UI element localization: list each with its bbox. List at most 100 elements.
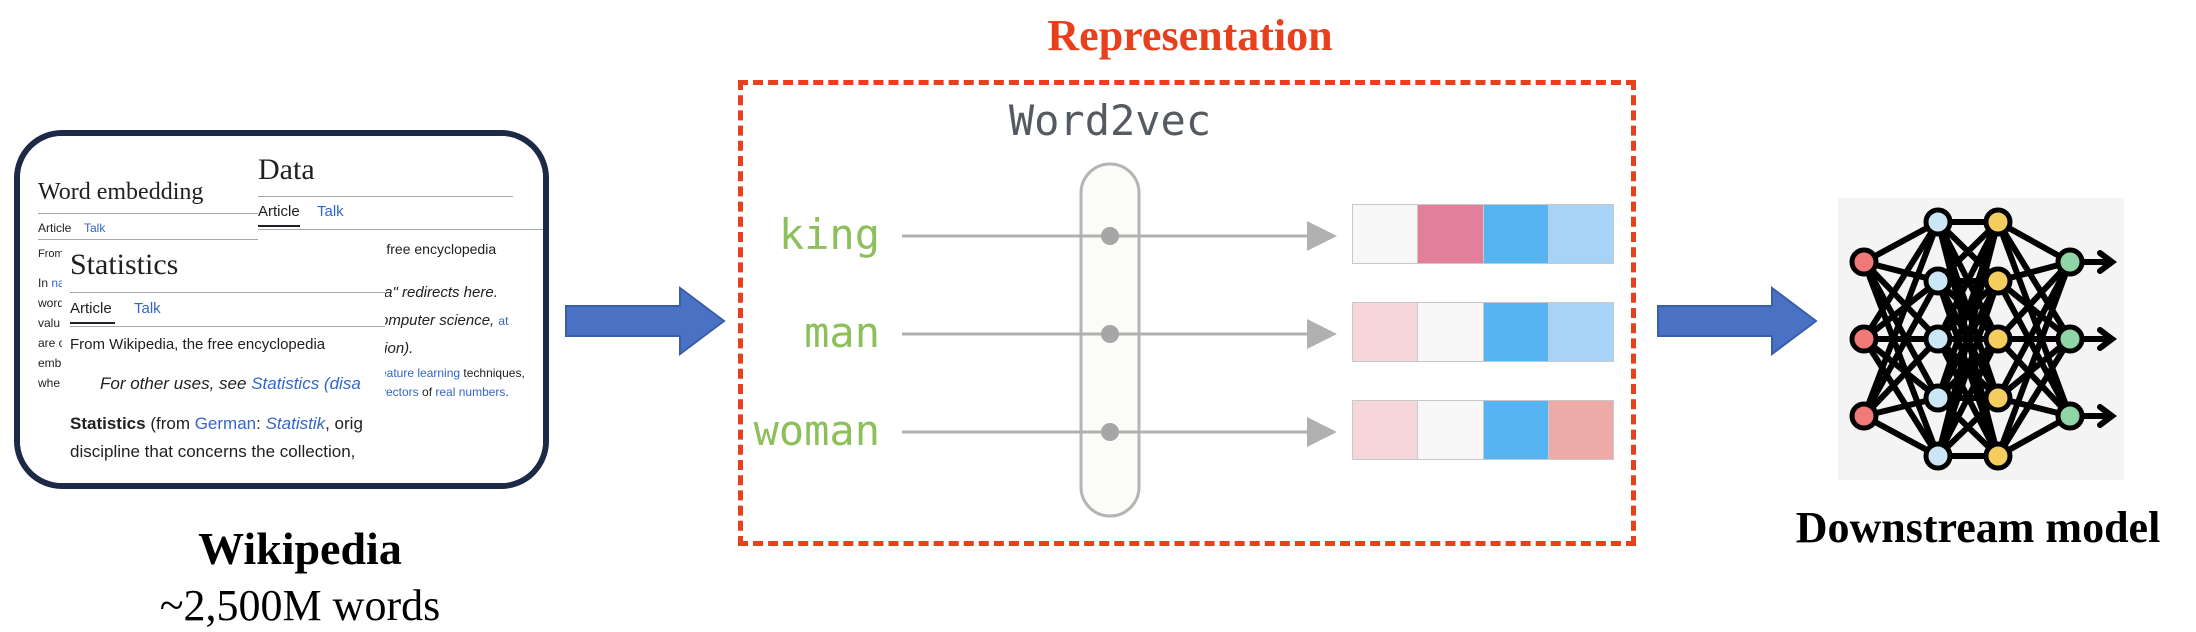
output-arrowhead: [2097, 404, 2117, 428]
page-title: Data: [258, 153, 315, 186]
vector-cell: [1353, 205, 1419, 263]
title-rule: [70, 292, 385, 293]
input-node: [1849, 401, 1879, 431]
text-line: vectors of real numbers.: [380, 385, 509, 399]
tab-talk[interactable]: Talk: [134, 300, 161, 317]
text-link[interactable]: Statistik: [265, 414, 326, 433]
output-arrowhead: [2097, 250, 2117, 274]
network-edge: [1995, 259, 2073, 342]
representation-box: [738, 80, 1636, 546]
hidden-node: [1923, 207, 1953, 237]
text-link[interactable]: German: [194, 414, 257, 433]
network-edge: [1861, 259, 1941, 459]
text-line: are c: [38, 336, 65, 350]
text-line: In na: [38, 276, 65, 290]
text-link[interactable]: vectors: [380, 385, 419, 399]
title-rule: [258, 196, 513, 197]
tab-article[interactable]: Article: [258, 203, 300, 220]
text-link[interactable]: na: [51, 276, 65, 290]
hidden-node: [1923, 383, 1953, 413]
network-nodes: [1849, 207, 2085, 471]
hidden-node: [1923, 324, 1953, 354]
text-line: omputer science, at: [380, 312, 508, 329]
page-title: Word embedding: [38, 179, 204, 205]
lead-line: discipline that concerns the collection,: [70, 442, 356, 461]
network-edge: [1861, 278, 1941, 419]
text-line: whe: [38, 376, 61, 390]
text-fragment: Statistics: [70, 414, 146, 433]
hidden-node: [1923, 266, 1953, 296]
subtitle-line: From Wikipedia, the free encyclopedia: [70, 336, 326, 353]
text-fragment: of: [418, 385, 436, 399]
vector-cell: [1483, 205, 1549, 263]
network-edge: [1935, 219, 2001, 459]
tab-rule: [38, 239, 418, 240]
network-edge: [1995, 278, 2073, 342]
right-arrow-icon: [1657, 286, 1818, 356]
representation-title: Representation: [1047, 11, 1333, 60]
network-edge: [1935, 219, 2001, 342]
encoder-node-king: [1101, 227, 1119, 245]
output-arrowhead: [2097, 327, 2117, 351]
neural-network-icon: [1849, 207, 2117, 471]
text-fragment: techniques,: [460, 366, 525, 380]
wiki-page-statistics: Statistics Article Talk From Wikipedia, …: [62, 244, 385, 483]
text-link[interactable]: at: [498, 314, 509, 328]
embedding-vector-king: [1352, 204, 1614, 264]
tab-rule: [70, 326, 385, 327]
network-edge: [1995, 259, 2073, 459]
vector-cell: [1483, 401, 1549, 459]
vector-cell: [1418, 401, 1484, 459]
network-edge: [1995, 336, 2073, 459]
vector-cell: [1548, 303, 1613, 361]
vector-cell: [1548, 401, 1613, 459]
text-line: emb: [38, 356, 62, 370]
network-edge: [1995, 336, 2073, 401]
text-line: eature learning techniques,: [380, 366, 525, 380]
word-king: king: [778, 210, 880, 259]
word2vec-diagram: [902, 162, 1337, 518]
vector-cell: [1548, 205, 1613, 263]
text-fragment: omputer science,: [380, 312, 495, 329]
network-edge: [1861, 259, 1941, 401]
downstream-model-label: Downstream model: [1795, 503, 2161, 552]
vector-cell: [1418, 205, 1484, 263]
network-edge: [1995, 278, 2073, 419]
text-fragment: (from: [145, 414, 195, 433]
tab-article[interactable]: Article: [38, 221, 72, 235]
text-link[interactable]: eature learning: [380, 366, 461, 380]
right-arrow-icon: [565, 286, 726, 356]
text-fragment: In: [38, 276, 49, 290]
text-fragment: :: [256, 414, 266, 433]
hidden-node: [1983, 383, 2013, 413]
wikipedia-label: Wikipedia: [198, 523, 402, 574]
hatnote: For other uses, see Statistics (disa: [100, 374, 361, 394]
network-edge: [1995, 219, 2073, 342]
embedding-vector-man: [1352, 302, 1614, 362]
page-title: Statistics: [70, 248, 179, 281]
text-line: valu: [38, 316, 61, 330]
text-link[interactable]: real numbers: [435, 385, 506, 399]
encoder-node-man: [1101, 325, 1119, 343]
vector-cell: [1483, 303, 1549, 361]
embedding-vector-woman: [1352, 400, 1614, 460]
tab-article[interactable]: Article: [70, 300, 112, 317]
wikipedia-screenshot-card: Word embedding Article Talk From In na w…: [14, 130, 549, 489]
tab-talk[interactable]: Talk: [84, 221, 106, 235]
text-line: From: [38, 248, 64, 260]
hidden-node: [1923, 441, 1953, 471]
network-edge: [1861, 336, 1941, 401]
word-man: man: [804, 308, 880, 357]
tab-talk[interactable]: Talk: [317, 203, 344, 220]
text-fragment: , orig: [325, 414, 363, 433]
text-link[interactable]: tion).: [380, 340, 414, 357]
flow-lines: [902, 221, 1337, 447]
network-edge: [1995, 336, 2073, 419]
network-edge: [1861, 336, 1941, 459]
tab-rule: [258, 229, 543, 230]
active-tab-underline: [258, 225, 300, 227]
network-edge: [1861, 259, 1941, 342]
active-tab-underline: [70, 322, 115, 324]
text-link[interactable]: Statistics (disa: [251, 374, 361, 393]
title-rule: [38, 213, 418, 214]
